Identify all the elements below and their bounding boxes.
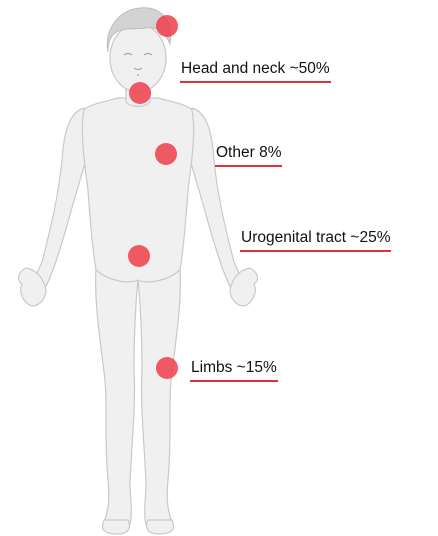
marker-urogenital bbox=[128, 245, 150, 267]
label-urogenital-tract-text: Urogenital tract ~25% bbox=[240, 229, 391, 250]
label-urogenital-tract: Urogenital tract ~25% bbox=[240, 229, 391, 252]
marker-limbs bbox=[156, 357, 178, 379]
label-limbs: Limbs ~15% bbox=[190, 359, 278, 382]
label-head-and-neck: Head and neck ~50% bbox=[180, 60, 331, 83]
right-leg bbox=[138, 268, 180, 530]
left-foot bbox=[103, 520, 130, 534]
right-foot bbox=[146, 520, 173, 534]
label-urogenital-tract-underline bbox=[240, 250, 391, 252]
head bbox=[110, 24, 166, 92]
left-arm bbox=[28, 108, 86, 300]
label-other: Other 8% bbox=[215, 144, 282, 167]
marker-neck bbox=[129, 82, 151, 104]
marker-head bbox=[156, 15, 178, 37]
left-leg bbox=[96, 268, 138, 530]
label-limbs-text: Limbs ~15% bbox=[190, 359, 278, 380]
label-head-and-neck-underline bbox=[180, 81, 331, 83]
label-other-underline bbox=[215, 165, 282, 167]
right-arm bbox=[190, 108, 248, 300]
marker-other bbox=[155, 143, 177, 165]
label-limbs-underline bbox=[190, 380, 278, 382]
label-head-and-neck-text: Head and neck ~50% bbox=[180, 60, 331, 81]
label-other-text: Other 8% bbox=[215, 144, 282, 165]
